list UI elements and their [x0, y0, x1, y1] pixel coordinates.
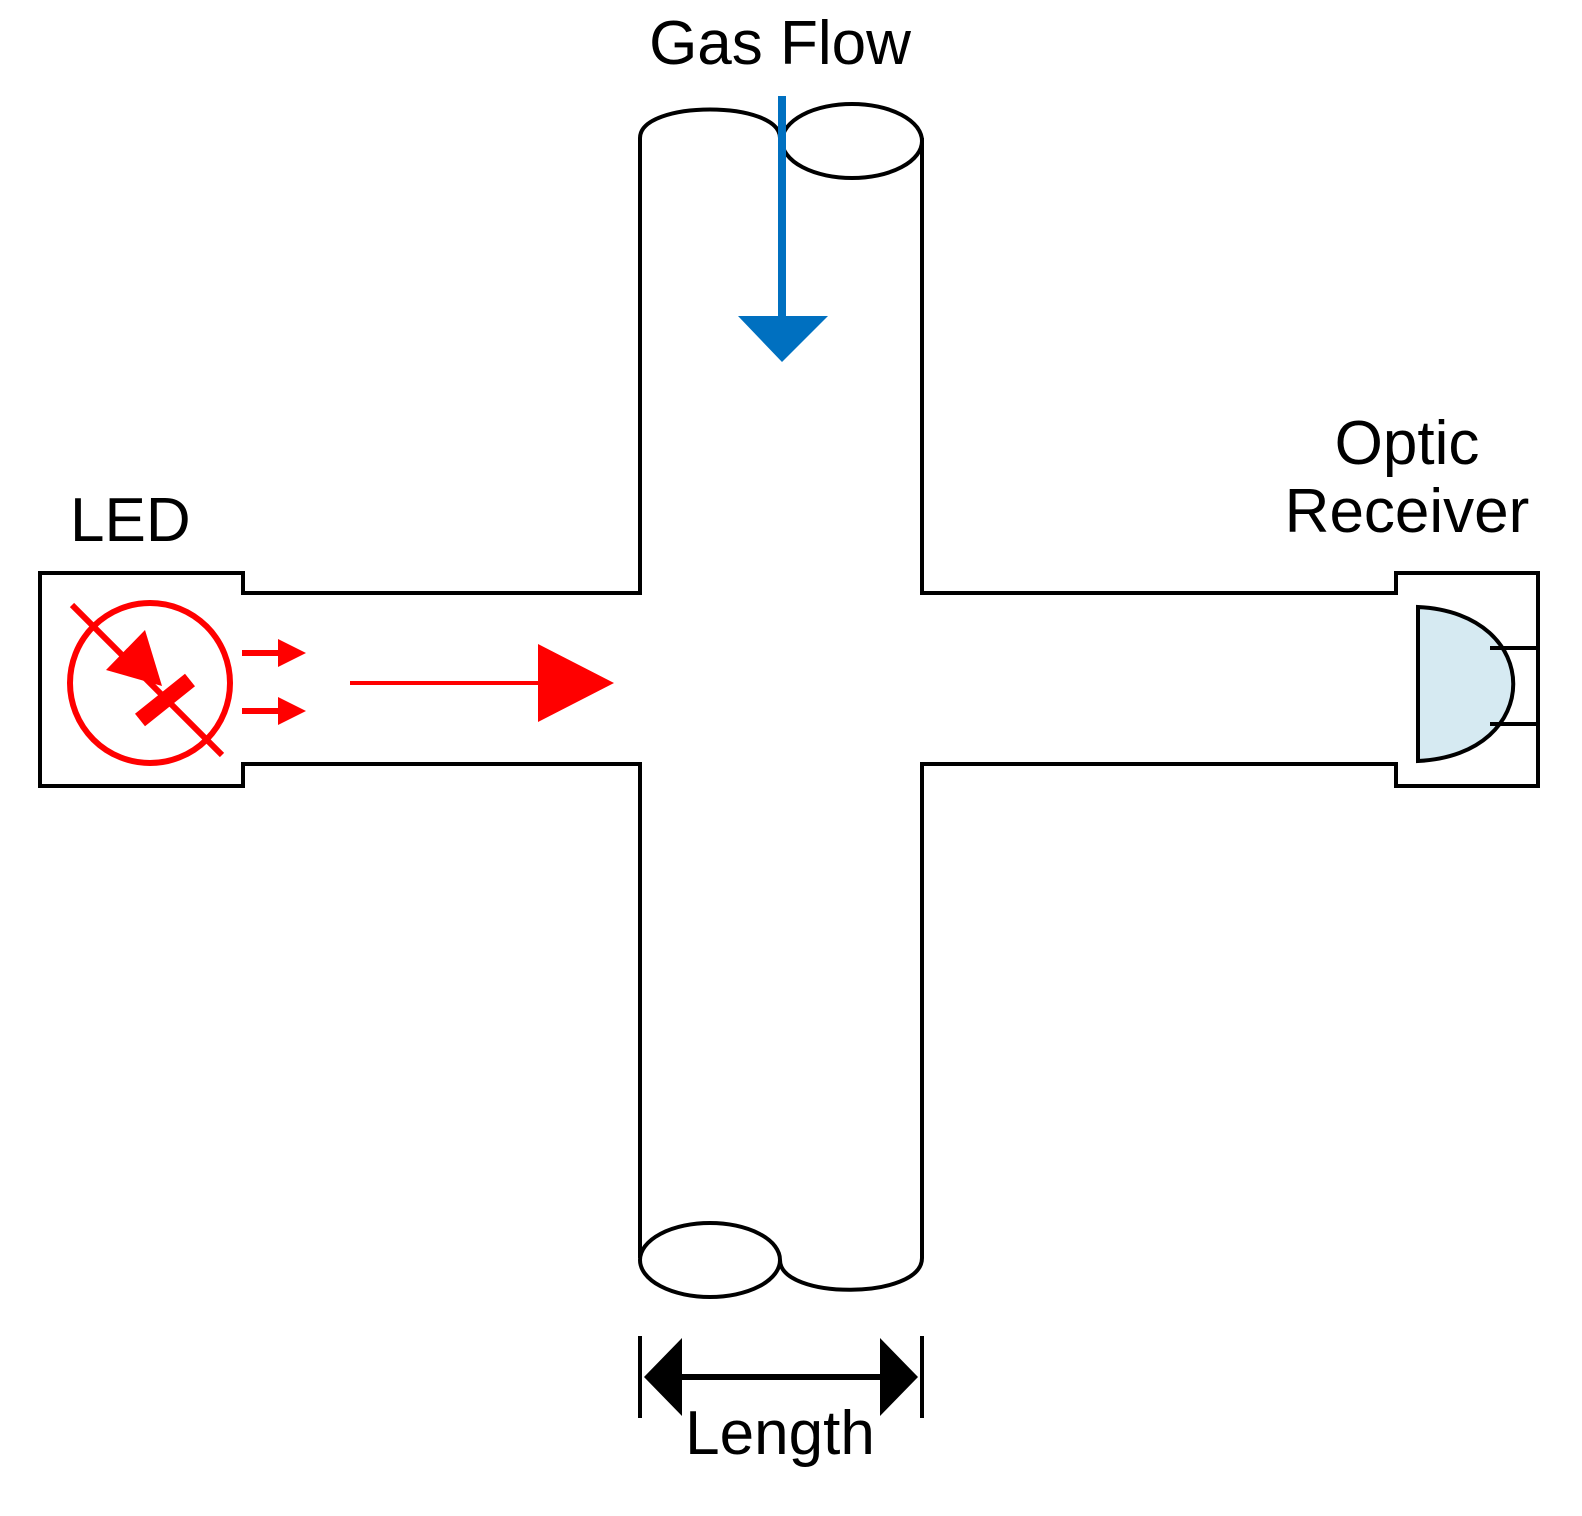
length-dimension: [638, 1336, 924, 1418]
gas-flow-label: Gas Flow: [649, 9, 911, 78]
top-tube-opening-right: [780, 102, 924, 180]
gas-flow-arrow-head: [738, 316, 828, 362]
optic-receiver-icon: [1416, 604, 1538, 764]
cross-tube-outline: [38, 138, 1540, 1258]
optic-receiver-label-line2: Receiver: [1284, 477, 1530, 547]
light-beam-arrow-head: [538, 644, 614, 722]
led-icon: [67, 600, 306, 766]
bottom-tube-opening-left: [638, 1221, 782, 1299]
top-tube-opening-left: [638, 107, 782, 139]
optic-receiver-label-line1: Optic: [1334, 409, 1480, 478]
optic-receiver-label: Optic Receiver: [1262, 409, 1552, 547]
length-label: Length: [685, 1399, 875, 1468]
bottom-tube-opening-right: [778, 1257, 924, 1292]
led-label: LED: [70, 486, 191, 555]
